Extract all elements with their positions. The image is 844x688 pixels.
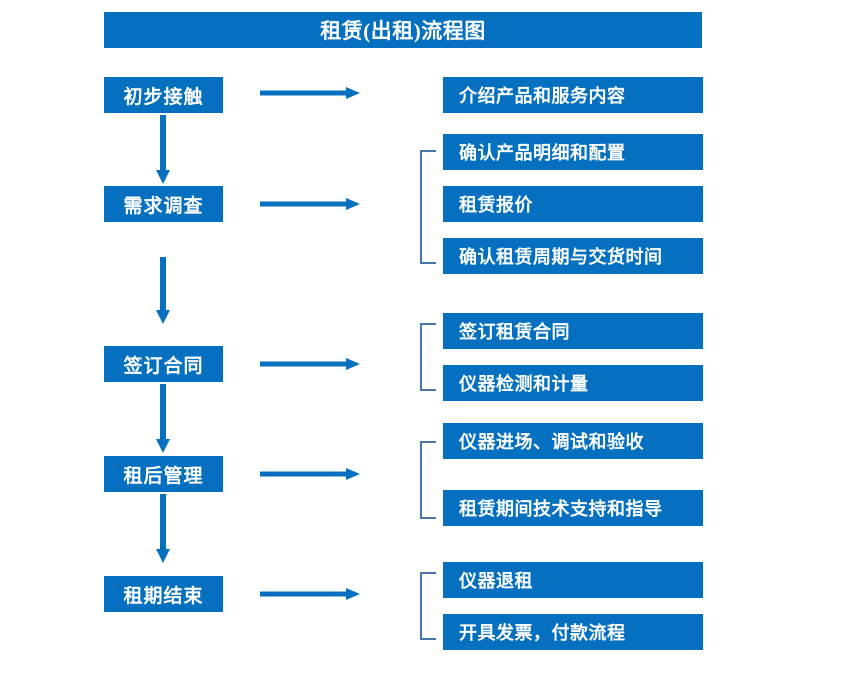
detail-box-3-1[interactable]: 签订租赁合同 [443,313,703,349]
stage-box-3[interactable]: 签订合同 [104,346,223,382]
detail-box-2-2[interactable]: 租赁报价 [443,186,703,222]
flow-arrow-right-5 [260,588,360,600]
flow-arrow-down-3 [156,384,170,453]
flow-arrow-right-3 [260,358,360,370]
detail-box-4-2[interactable]: 租赁期间技术支持和指导 [443,490,703,526]
flow-arrow-right-1 [260,87,360,99]
flow-arrow-down-2 [156,257,170,324]
stage-box-1[interactable]: 初步接触 [104,77,223,113]
group-bracket-4 [420,441,436,519]
group-bracket-5 [420,572,436,640]
detail-box-1-1[interactable]: 介绍产品和服务内容 [443,77,703,113]
detail-box-5-2[interactable]: 开具发票，付款流程 [443,614,703,650]
flow-arrow-right-4 [260,468,360,480]
detail-box-4-1[interactable]: 仪器进场、调试和验收 [443,423,703,459]
detail-box-2-1[interactable]: 确认产品明细和配置 [443,134,703,170]
stage-box-2[interactable]: 需求调查 [104,186,223,222]
detail-box-5-1[interactable]: 仪器退租 [443,562,703,598]
stage-box-5[interactable]: 租期结束 [104,576,223,612]
group-bracket-2 [420,150,436,264]
group-bracket-3 [420,323,436,391]
detail-box-3-2[interactable]: 仪器检测和计量 [443,365,703,401]
flow-arrow-down-4 [156,494,170,563]
flow-arrow-right-2 [260,198,360,210]
stage-box-4[interactable]: 租后管理 [104,456,223,492]
detail-box-2-3[interactable]: 确认租赁周期与交货时间 [443,238,703,274]
flowchart-title: 租赁(出租)流程图 [104,12,702,48]
flow-arrow-down-1 [156,115,170,184]
